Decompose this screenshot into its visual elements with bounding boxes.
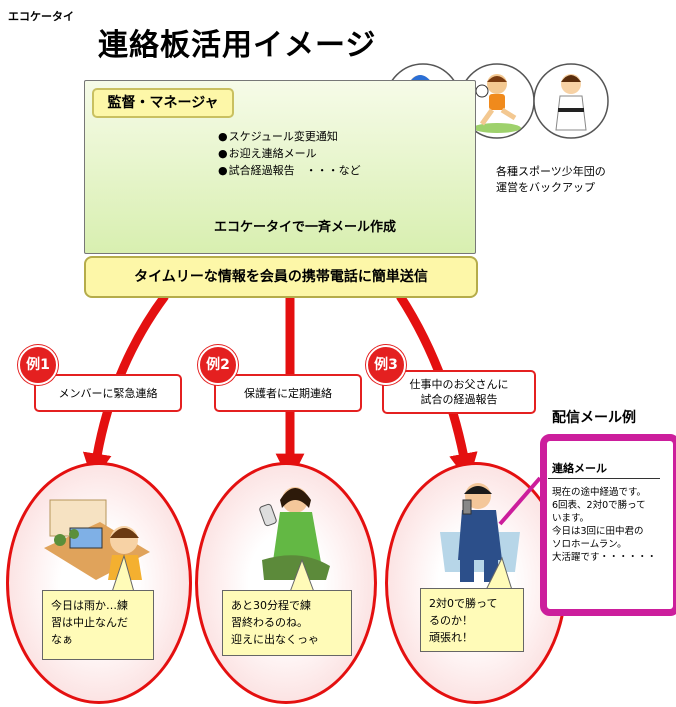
- athlete-icon-karate: [533, 63, 609, 139]
- mail-line: ソロホームラン。: [552, 539, 627, 550]
- mail-line: 大活躍です・・・・・・: [552, 552, 657, 563]
- athlete-icon-soccer: [459, 63, 535, 139]
- manager-role-label: 監督・マネージャ: [92, 88, 234, 118]
- example-1-label: メンバーに緊急連絡: [58, 386, 158, 400]
- mail-line: 現在の途中経過です。: [552, 487, 647, 498]
- manager-bullet-item: スケジュール変更通知: [218, 128, 361, 145]
- woman-phone-illustration-top: [259, 487, 330, 580]
- scenario-1-bubble: 今日は雨か…練 習は中止なんだ なぁ: [42, 590, 154, 660]
- broadcast-banner: タイムリーな情報を会員の携帯電話に簡単送信: [84, 256, 478, 298]
- example-3-badge: 例3: [366, 345, 406, 385]
- bubble-line: 頑張れ！: [429, 631, 473, 644]
- bubble-line: 習は中止なんだ: [51, 616, 128, 629]
- bubble-line: なぁ: [51, 633, 73, 646]
- bubble-line: 2対0で勝って: [429, 597, 498, 610]
- bubble-line: 迎えに出なくっゃ: [231, 633, 319, 646]
- example-1-badge: 例1: [18, 345, 58, 385]
- manager-bullet-item: お迎え連絡メール: [218, 145, 361, 162]
- child-laptop-illustration-top: [44, 499, 150, 580]
- brand-label: エコケータイ: [8, 10, 74, 23]
- sample-mail-panel: [540, 434, 676, 616]
- bubble-line: 習終わるのね。: [231, 616, 308, 629]
- support-line: 各種スポーツ少年団の: [496, 165, 606, 178]
- example-3-label-line: 試合の経過報告: [420, 393, 498, 406]
- support-line: 運営をバックアップ: [496, 181, 595, 194]
- example-3-label-box: 仕事中のお父さんに 試合の経過報告: [382, 370, 536, 414]
- sample-mail-divider: [548, 478, 660, 479]
- mail-line: います。: [552, 513, 590, 524]
- sample-mail-body: 現在の途中経過です。 6回表、2対0で勝って います。 今日は3回に田中君の ソ…: [552, 486, 660, 564]
- mail-line: 今日は3回に田中君の: [552, 526, 644, 537]
- bubble-line: あと30分程で練: [231, 599, 311, 612]
- example-1-label-box: メンバーに緊急連絡: [34, 374, 182, 412]
- example-2-badge: 例2: [198, 345, 238, 385]
- sample-mail-title: 配信メール例: [552, 410, 636, 426]
- manager-bullet-item: 試合経過報告 ・・・など: [218, 162, 361, 179]
- page-title: 連絡板活用イメージ: [98, 28, 377, 63]
- example-2-label-box: 保護者に定期連絡: [214, 374, 362, 412]
- mail-line: 6回表、2対0で勝って: [552, 500, 646, 511]
- example-2-label: 保護者に定期連絡: [244, 386, 332, 400]
- bubble-line: るのか！: [429, 614, 473, 627]
- compose-caption: エコケータイで一斉メール作成: [214, 220, 397, 235]
- sample-mail-header: 連絡メール: [552, 462, 607, 475]
- bubble-line: 今日は雨か…練: [51, 599, 128, 612]
- father-phone-illustration-top: [440, 483, 520, 582]
- support-caption: 各種スポーツ少年団の 運営をバックアップ: [496, 164, 606, 196]
- scenario-2-bubble: あと30分程で練 習終わるのね。 迎えに出なくっゃ: [222, 590, 352, 656]
- scenario-3-bubble: 2対0で勝って るのか！ 頑張れ！: [420, 588, 524, 652]
- mail-connector: [498, 476, 542, 526]
- manager-bullet-list: スケジュール変更通知 お迎え連絡メール 試合経過報告 ・・・など: [218, 128, 361, 179]
- example-3-label-line: 仕事中のお父さんに: [409, 378, 509, 391]
